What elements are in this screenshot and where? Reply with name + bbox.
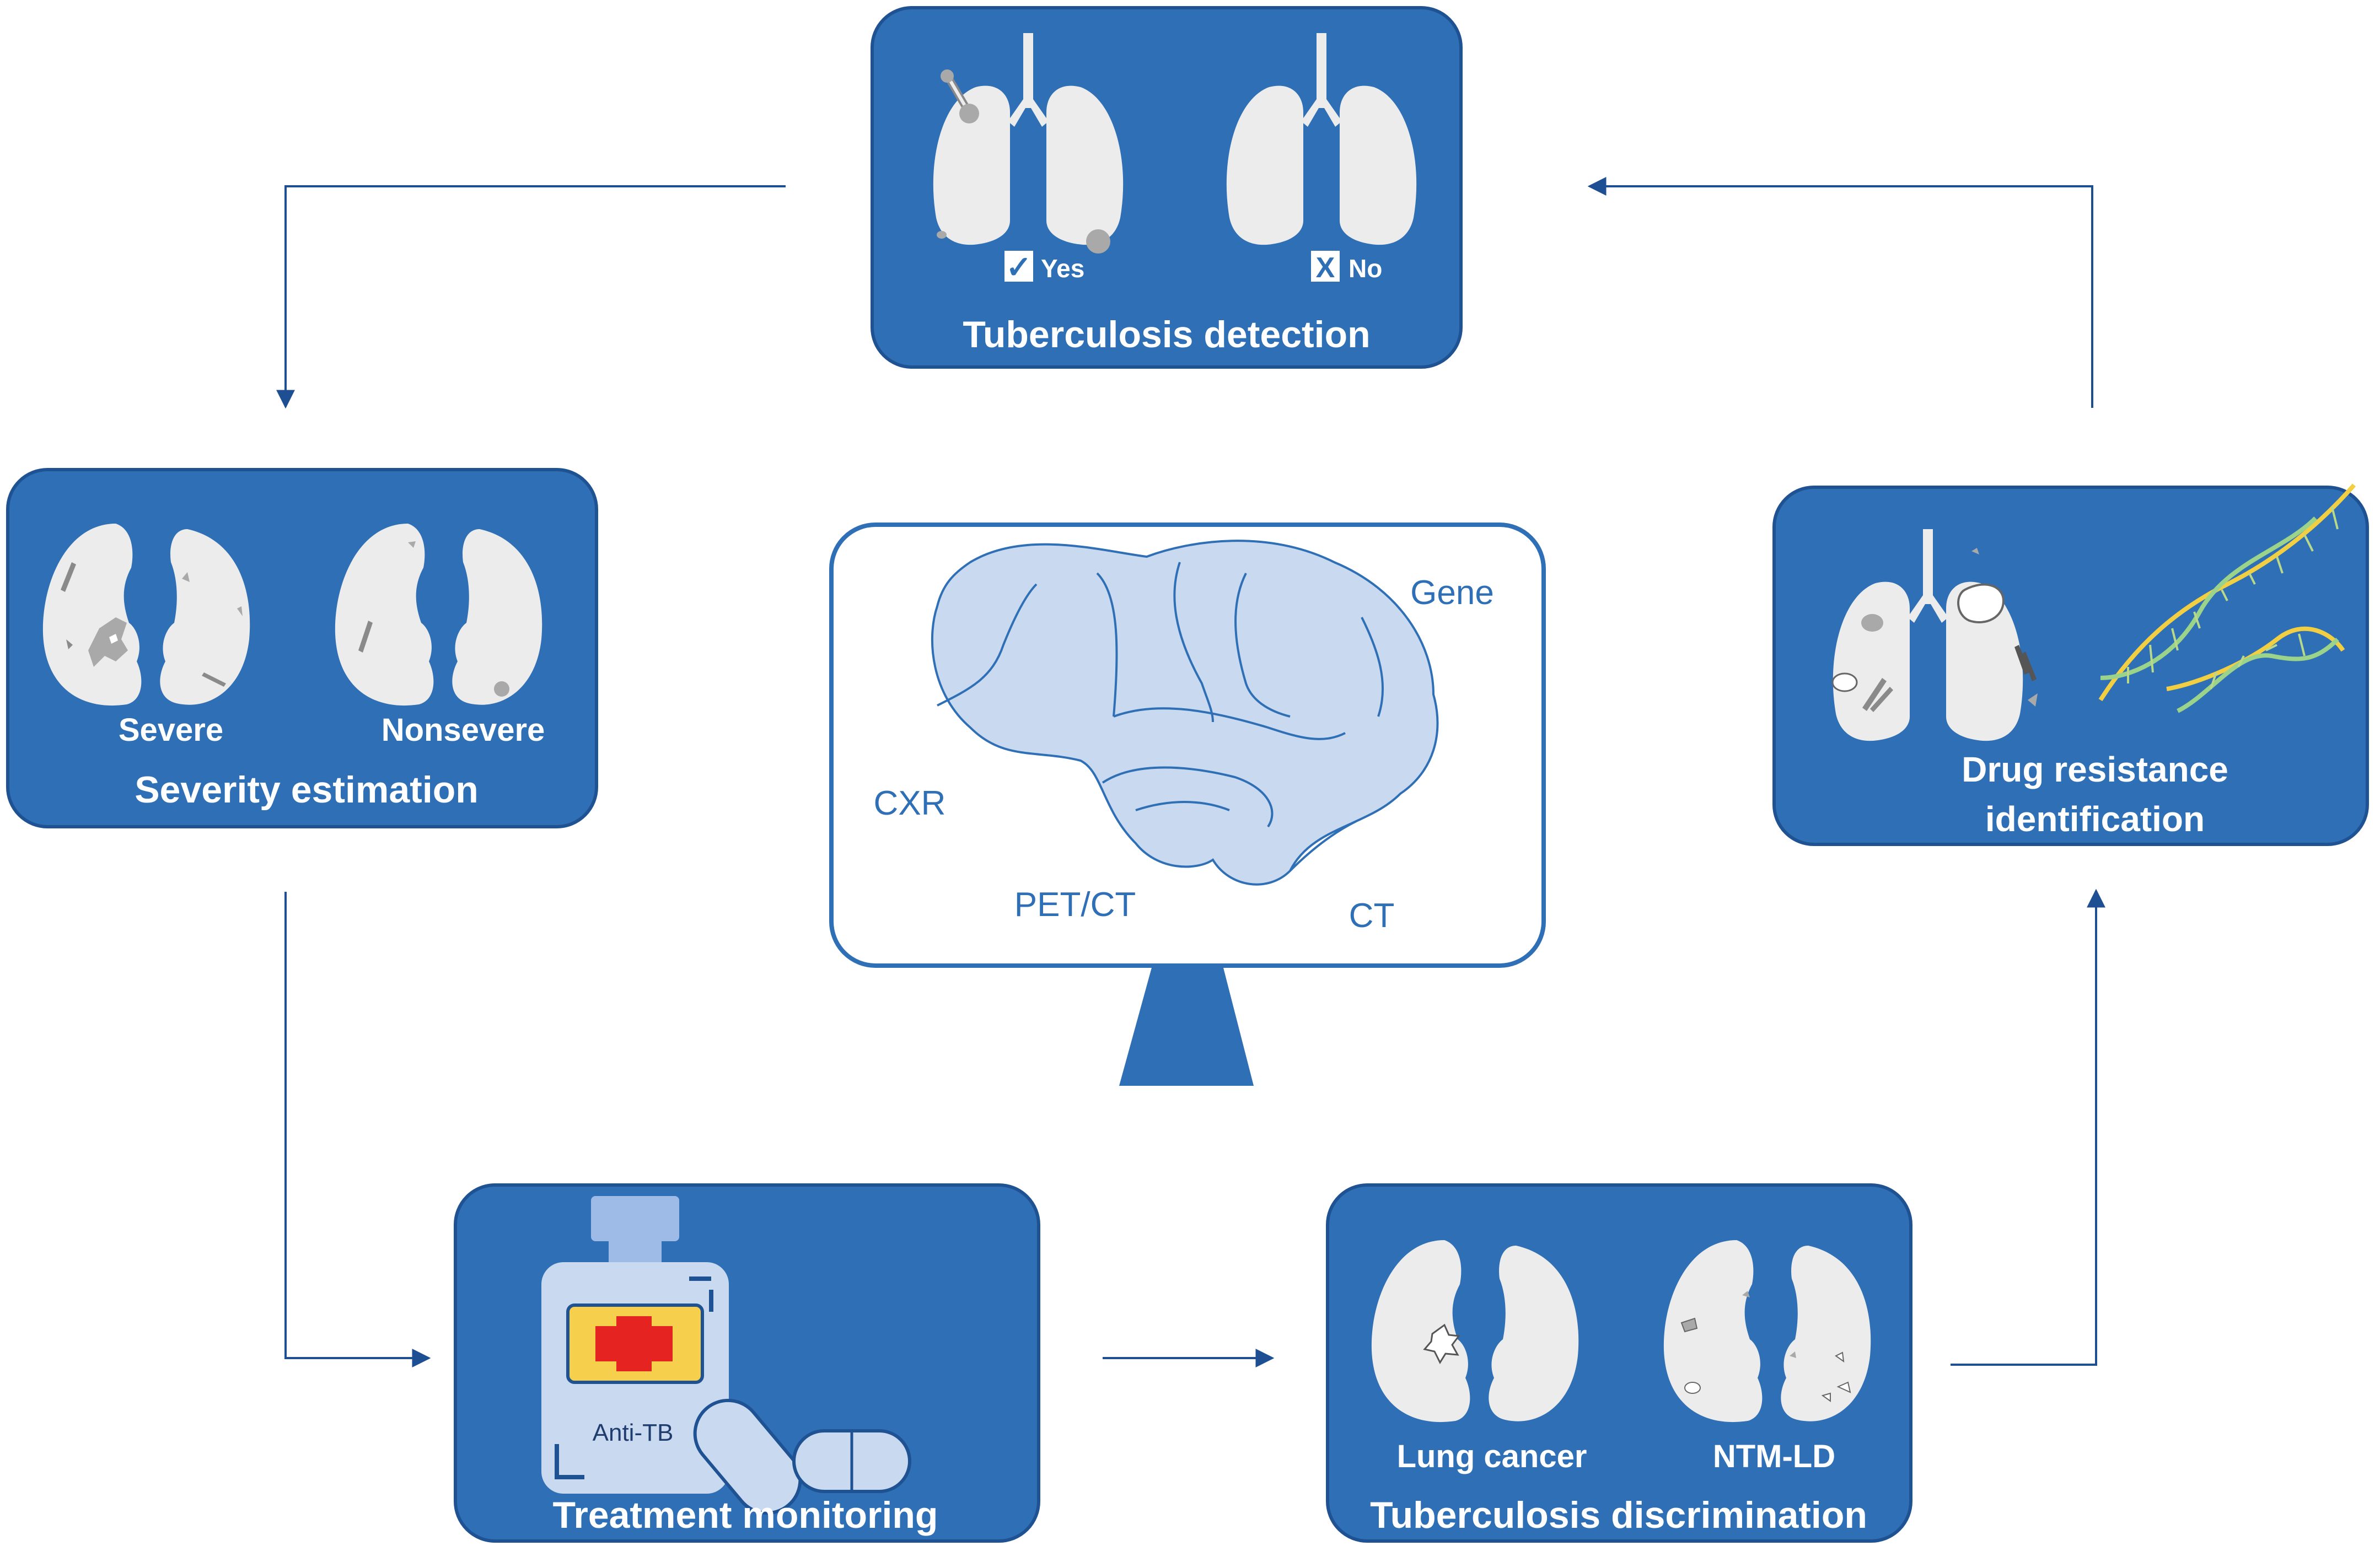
lung-icon xyxy=(1371,1240,1579,1423)
lung-icon xyxy=(1831,529,2038,741)
panel-title: Tuberculosis discrimination xyxy=(1370,1494,1867,1536)
check-box-icon xyxy=(1004,251,1033,282)
panel-title-line2: identification xyxy=(1985,799,2205,839)
capsule-icon xyxy=(693,1398,911,1515)
brain-icon xyxy=(931,540,1439,886)
arrow-severity-to-treatment xyxy=(284,892,431,1367)
bottle-label: Anti-TB xyxy=(593,1419,674,1446)
lung-icon xyxy=(42,524,250,706)
arrow-discrimination-to-resistance xyxy=(1951,888,2105,1366)
cxr-label: CXR xyxy=(874,784,946,822)
lung-icon xyxy=(1663,1240,1871,1423)
panel-title: Tuberculosis detection xyxy=(963,314,1370,356)
nonsevere-label: Nonsevere xyxy=(382,712,545,748)
lung-icon xyxy=(335,524,542,706)
panel-treatment-monitoring: Anti-TB Treatment monitoring xyxy=(454,1183,1040,1543)
x-mark: X xyxy=(1316,252,1335,284)
workflow-arrows xyxy=(276,177,2105,1367)
arrow-detection-to-severity xyxy=(276,185,786,409)
gene-label: Gene xyxy=(1410,574,1494,612)
x-box-icon xyxy=(1311,251,1340,282)
yes-label: Yes xyxy=(1041,254,1084,283)
dna-helix-icon xyxy=(2098,483,2356,713)
ntm-ld-label: NTM-LD xyxy=(1713,1439,1835,1474)
panel-title-line1: Drug resistance xyxy=(1962,750,2228,789)
panel-tuberculosis-discrimination: Lung cancer NTM-LD Tuberculosis discrimi… xyxy=(1326,1183,1912,1543)
medicine-bottle-icon: Anti-TB xyxy=(541,1196,729,1494)
check-mark: ✓ xyxy=(1006,250,1032,284)
petct-label: PET/CT xyxy=(1014,886,1136,924)
panel-title: Severity estimation xyxy=(135,769,479,811)
panel-drug-resistance-identification: Drug resistance identification xyxy=(1772,483,2369,846)
no-label: No xyxy=(1349,254,1382,283)
lung-cancer-label: Lung cancer xyxy=(1397,1439,1587,1474)
severe-label: Severe xyxy=(119,712,223,748)
panel-tuberculosis-detection: ✓ Yes X No Tuberculosis detection xyxy=(871,6,1463,369)
ct-label: CT xyxy=(1349,897,1395,935)
arrow-resistance-to-detection xyxy=(1587,177,2093,408)
lung-icon xyxy=(933,33,1124,254)
panel-severity-estimation: Severe Nonsevere Severity estimation xyxy=(6,468,598,828)
panel-title: Treatment monitoring xyxy=(553,1494,938,1536)
